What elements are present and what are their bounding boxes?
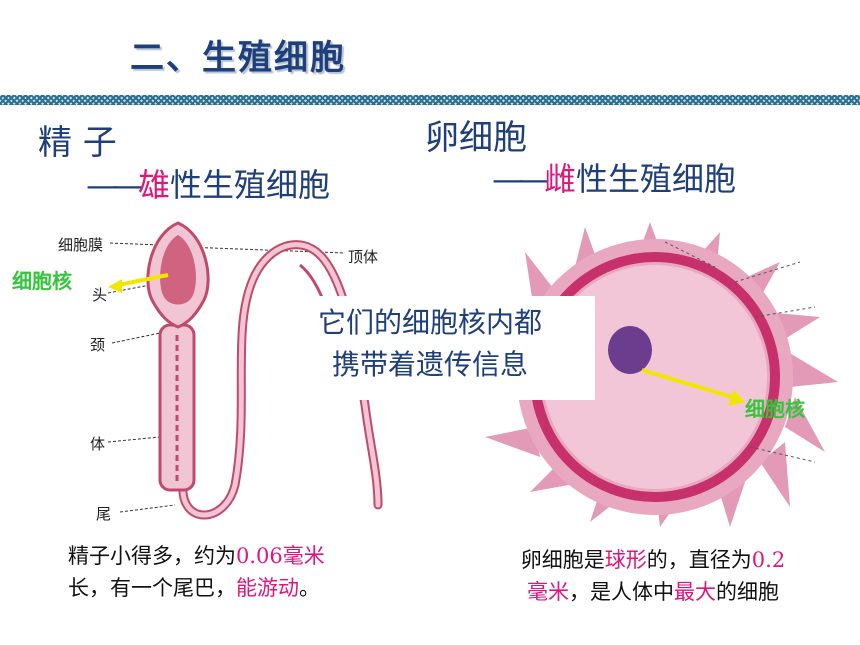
egg-heading: 卵细胞 xyxy=(425,118,527,158)
egg-nucleus xyxy=(608,326,652,374)
sperm-note-text-3: 。 xyxy=(299,576,320,600)
sperm-sub-dash: —— xyxy=(86,166,144,204)
egg-note: 卵细胞是球形的，直径为0.2 毫米，是人体中最大的细胞 xyxy=(468,544,838,608)
egg-note-text-2: 的，直径为 xyxy=(646,548,752,572)
egg-nucleus-label: 细胞核 xyxy=(745,397,805,421)
sperm-sub-highlight: 雄 xyxy=(138,166,171,204)
egg-sub-dash: —— xyxy=(492,160,550,198)
sperm-subheading: ——雄性生殖细胞 xyxy=(86,160,330,206)
sperm-arrow-head xyxy=(108,279,122,293)
sperm-diagram xyxy=(107,221,383,520)
egg-shape-highlight: 球形 xyxy=(604,548,647,572)
egg-arrow-head xyxy=(728,390,745,406)
label-membrane: 细胞膜 xyxy=(58,236,104,254)
egg-note-text-3: ，是人体中 xyxy=(569,580,674,604)
callout-box: 它们的细胞核内都 携带着遗传信息 xyxy=(265,296,595,400)
sperm-size-highlight: 0.06毫米 xyxy=(236,544,325,568)
callout-line-2: 携带着遗传信息 xyxy=(331,348,528,381)
callout-line-1: 它们的细胞核内都 xyxy=(317,306,542,339)
egg-note-line-1: 卵细胞是球形的，直径为0.2 xyxy=(468,544,838,576)
egg-nucleus-arrow xyxy=(641,368,733,399)
label-acrosome: 顶体 xyxy=(348,248,379,266)
sperm-note-text-2: 长，有一个尾巴， xyxy=(68,576,236,600)
egg-sub-rest: 性生殖细胞 xyxy=(576,160,737,198)
label-body: 体 xyxy=(90,435,106,453)
egg-note-line-2: 毫米，是人体中最大的细胞 xyxy=(468,576,838,608)
sperm-motile-highlight: 能游动 xyxy=(236,576,299,600)
sperm-note-line-2: 长，有一个尾巴，能游动。 xyxy=(68,572,325,604)
egg-unit-highlight: 毫米 xyxy=(527,580,569,604)
tail-leader xyxy=(119,504,176,513)
sperm-note-text-1: 精子小得多，约为 xyxy=(68,544,236,568)
egg-subheading: ——雌性生殖细胞 xyxy=(492,154,736,200)
sperm-heading: 精 子 xyxy=(38,123,117,163)
egg-cytoplasm xyxy=(543,265,767,489)
egg-leader-2 xyxy=(734,261,801,283)
sperm-nucleus-arrow xyxy=(117,273,169,287)
label-tail: 尾 xyxy=(96,505,112,523)
sperm-nucleus xyxy=(160,235,196,305)
label-neck: 颈 xyxy=(90,336,106,354)
membrane-leader xyxy=(109,242,161,246)
body-leader xyxy=(107,436,161,443)
header-divider xyxy=(0,95,860,105)
egg-note-text-1: 卵细胞是 xyxy=(520,548,605,572)
page-title: 二、生殖细胞 xyxy=(130,38,346,78)
sperm-tail xyxy=(180,242,381,518)
egg-largest-highlight: 最大 xyxy=(674,580,716,604)
egg-leader-4 xyxy=(749,446,816,463)
sperm-sub-rest: 性生殖细胞 xyxy=(170,166,331,204)
acrosome-leader xyxy=(184,246,346,254)
egg-size-highlight: 0.2 xyxy=(751,548,786,572)
egg-sub-highlight: 雌 xyxy=(544,160,577,198)
sperm-note-line-1: 精子小得多，约为0.06毫米 xyxy=(68,540,325,572)
label-head: 头 xyxy=(92,286,108,304)
egg-note-text-4: 的细胞 xyxy=(716,580,779,604)
neck-leader xyxy=(111,332,161,344)
sperm-note: 精子小得多，约为0.06毫米 长，有一个尾巴，能游动。 xyxy=(68,540,325,604)
egg-leader-3 xyxy=(754,306,816,318)
head-leader xyxy=(107,284,151,294)
sperm-nucleus-label: 细胞核 xyxy=(12,269,72,293)
